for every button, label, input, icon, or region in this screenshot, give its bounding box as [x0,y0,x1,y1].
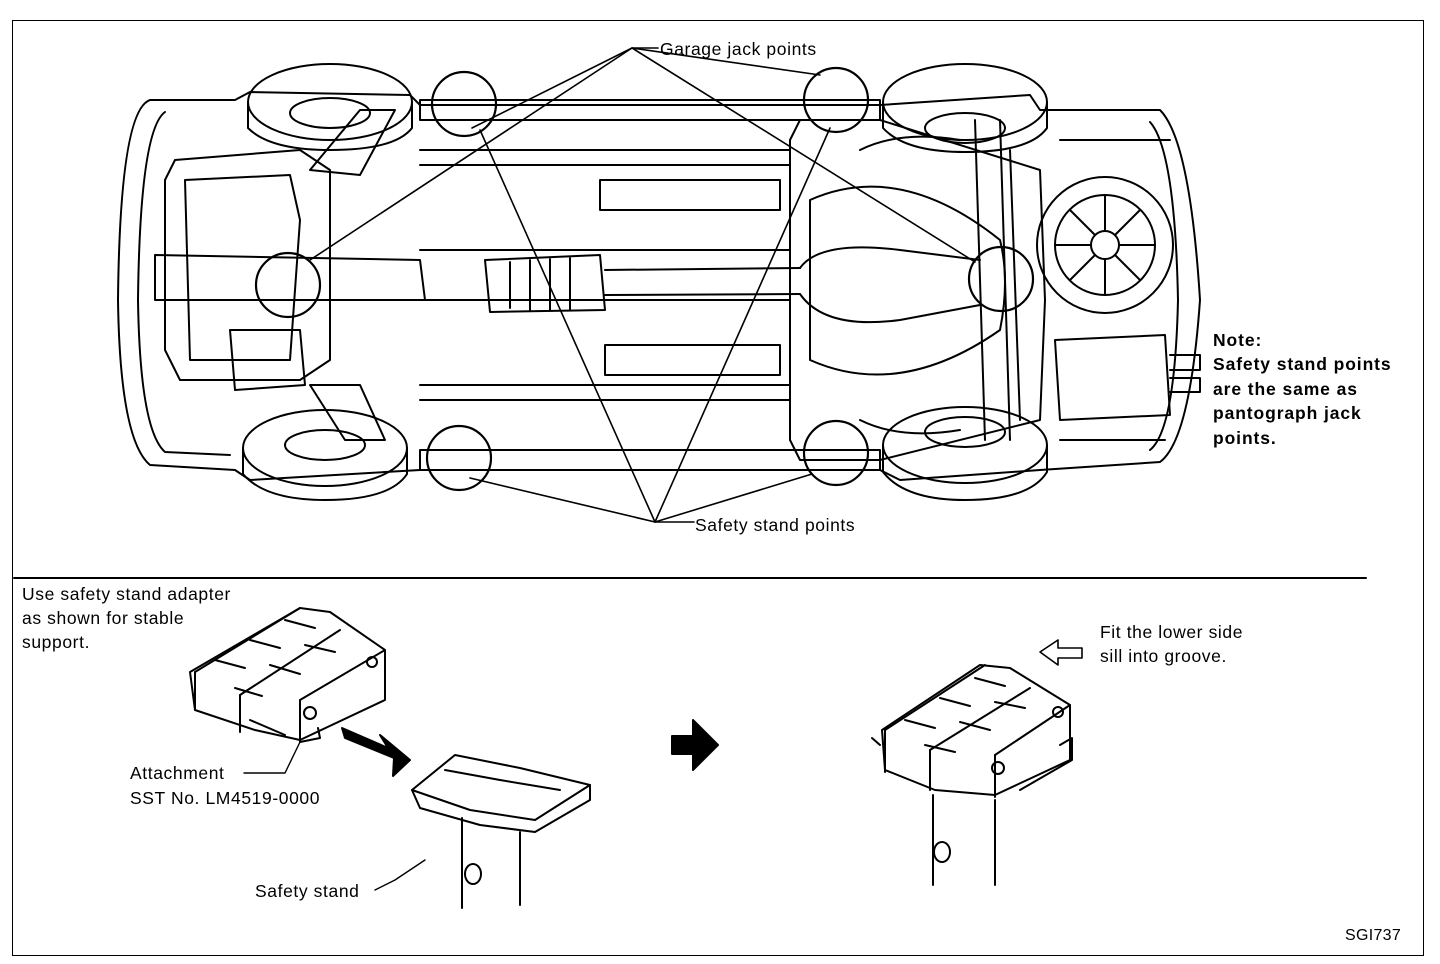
safety-stand-adapter-left [189,607,386,743]
figure-frame [12,20,1424,956]
car-underside-drawing [117,63,1201,501]
garage-jack-points-label: Garage jack points [660,39,817,59]
figure-code: SGI737 [1345,927,1402,944]
safety-stand-points-label: Safety stand points [695,515,856,535]
safety-stand-left [411,754,591,909]
leader-lines [309,47,976,523]
fit-instruction: Fit the lower side sill into groove. [1100,622,1244,666]
safety-stand-label: Safety stand [255,881,360,901]
safety-stand-point-rear-right [802,419,870,487]
right-arrow [671,719,719,771]
note-title: Note: [1213,330,1263,350]
down-curved-arrow [341,727,411,777]
adapter-instruction: Use safety stand adapter as shown for st… [22,584,231,652]
garage-jack-point-front-center [254,251,322,319]
garage-jack-point-rear-left [802,66,870,134]
note-body: Safety stand points are the same as pant… [1213,354,1392,448]
attachment-label: Attachment [130,763,225,783]
sst-number-label: SST No. LM4519-0000 [130,788,321,808]
safety-stand-point-front-right [425,424,493,492]
jack-point-markers [254,66,1035,492]
left-arrow-small [1039,639,1083,666]
adapter-on-stand-right [871,664,1073,886]
garage-jack-point-rear-center [967,245,1035,313]
garage-jack-point-front-left [430,70,498,138]
